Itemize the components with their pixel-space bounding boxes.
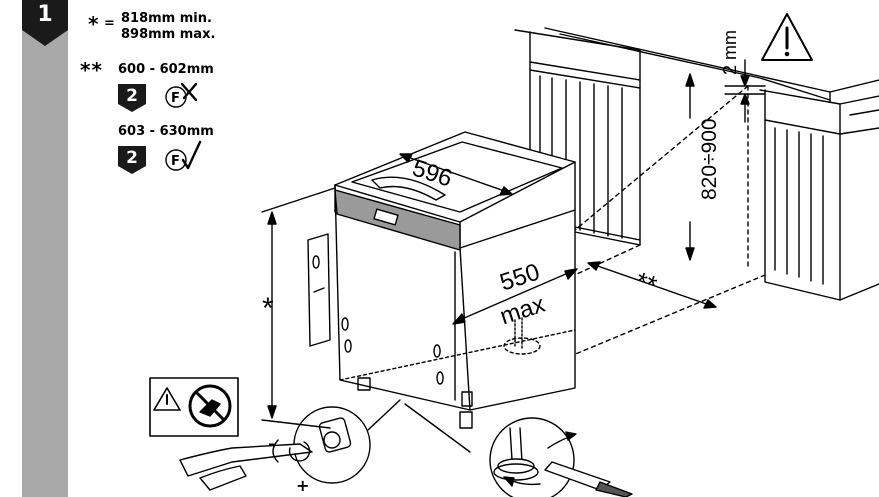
badge-2-second-number: 2 <box>126 148 138 168</box>
note-star-symbol: * <box>88 12 99 36</box>
height-range-label: 820÷900 <box>698 118 721 200</box>
warning-triangle-icon <box>761 13 813 61</box>
adjust-minus-label: - <box>268 434 276 455</box>
gap-arrow <box>724 59 766 123</box>
note-range-1: 600 - 602mm <box>118 62 214 77</box>
step-number: 1 <box>37 2 53 27</box>
left-cabinet <box>514 29 641 246</box>
side-trim-panel <box>307 233 331 347</box>
note-max-height: 898mm max. <box>121 27 216 42</box>
svg-text:F: F <box>171 91 180 106</box>
width-arrow <box>399 153 513 196</box>
furniture-f-check-icon: F <box>165 140 202 171</box>
svg-text:F: F <box>171 154 180 169</box>
note-double-star-symbol: ** <box>80 58 103 82</box>
appliance-height-arrow <box>261 187 336 429</box>
step-sidebar-bar <box>22 0 68 497</box>
right-cabinet <box>759 89 879 301</box>
badge-2-second: 2 <box>118 146 146 174</box>
step-badge-shape <box>22 0 68 46</box>
no-power-drill-warning <box>149 377 239 437</box>
badge-2-first-number: 2 <box>126 86 138 106</box>
countertop <box>544 27 879 103</box>
adjust-plus-label: + <box>296 476 310 495</box>
furniture-f-cross-icon: F <box>165 82 198 108</box>
note-equals-sign: = <box>104 16 115 31</box>
screwdriver-icon <box>544 461 611 491</box>
recess-depth-arrow <box>587 261 717 309</box>
dishwasher-body <box>334 131 576 429</box>
badge-2-first: 2 <box>118 84 146 112</box>
foot-adjust-detail-right <box>404 403 633 497</box>
height-range-arrow <box>685 73 695 261</box>
depth-arrow <box>452 268 578 325</box>
foot-adjust-detail-left <box>179 399 401 491</box>
no-power-drill-icon <box>199 399 221 417</box>
height-marker-label: * <box>262 292 274 325</box>
step-badge: 1 <box>22 0 68 46</box>
gap-label: 2 mm <box>720 30 740 75</box>
note-range-2: 603 - 630mm <box>118 124 214 139</box>
note-min-height: 818mm min. <box>121 11 212 26</box>
